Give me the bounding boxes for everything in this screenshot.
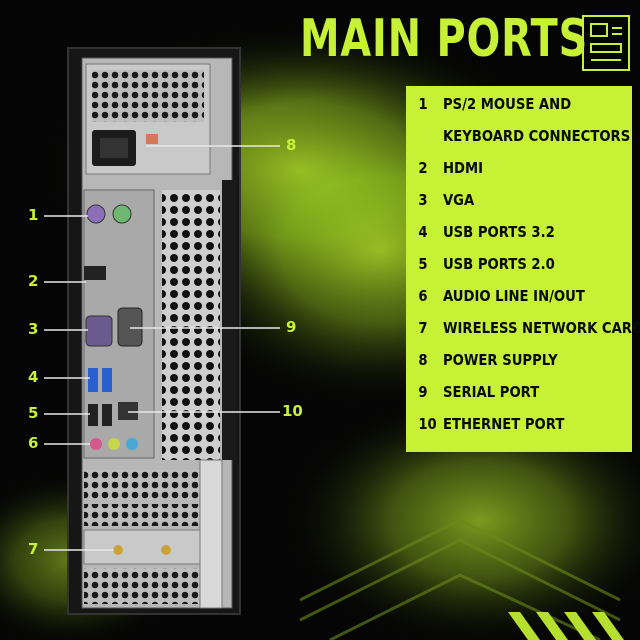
callout-8: 8 [286, 136, 297, 154]
legend-text: USB PORTS 3.2 [442, 223, 555, 241]
legend-text: SERIAL PORT [442, 383, 540, 401]
callout-5: 5 [28, 404, 39, 422]
legend-item: 6 AUDIO LINE IN/OUT [406, 287, 617, 317]
legend-item: 7 WIRELESS NETWORK CARD [406, 319, 640, 349]
legend-item: 1 PS/2 MOUSE AND [406, 95, 617, 125]
legend-number: 6 [418, 287, 428, 305]
callout-7: 7 [28, 540, 39, 558]
legend-text: AUDIO LINE IN/OUT [442, 287, 585, 305]
legend-panel [406, 86, 632, 452]
legend-text: VGA [442, 191, 475, 209]
callout-6: 6 [28, 434, 39, 452]
legend-number: 4 [418, 223, 428, 241]
legend-text: PS/2 MOUSE AND [442, 95, 572, 113]
callout-1: 1 [28, 206, 39, 224]
callout-10: 10 [282, 402, 303, 420]
legend-item: KEYBOARD CONNECTORS [406, 127, 630, 157]
legend-item: 5 USB PORTS 2.0 [406, 255, 617, 285]
page-title: MAIN PORTS [300, 9, 589, 69]
legend-text: WIRELESS NETWORK CARD [442, 319, 640, 337]
legend-item: 10 ETHERNET PORT [406, 415, 617, 445]
callout-3: 3 [28, 320, 39, 338]
callout-2: 2 [28, 272, 39, 290]
legend-number: 5 [418, 255, 428, 273]
legend-number: 7 [418, 319, 428, 337]
legend-item: 9 SERIAL PORT [406, 383, 617, 413]
legend-text: KEYBOARD CONNECTORS [442, 127, 631, 145]
legend-number: 2 [418, 159, 428, 177]
legend-text: USB PORTS 2.0 [442, 255, 555, 273]
legend-item: 4 USB PORTS 3.2 [406, 223, 617, 253]
legend-item: 8 POWER SUPPLY [406, 351, 617, 381]
motherboard-icon [582, 15, 630, 71]
legend-number: 8 [418, 351, 428, 369]
legend-number: 10 [418, 415, 437, 433]
legend-item: 3 VGA [406, 191, 617, 221]
legend-text: POWER SUPPLY [442, 351, 558, 369]
legend-text: ETHERNET PORT [442, 415, 565, 433]
legend-number: 3 [418, 191, 428, 209]
callout-4: 4 [28, 368, 39, 386]
legend-item: 2 HDMI [406, 159, 617, 189]
legend-number: 1 [418, 95, 428, 113]
computer-chassis [67, 47, 241, 615]
legend-text: HDMI [442, 159, 484, 177]
callout-9: 9 [286, 318, 297, 336]
legend-number: 9 [418, 383, 428, 401]
